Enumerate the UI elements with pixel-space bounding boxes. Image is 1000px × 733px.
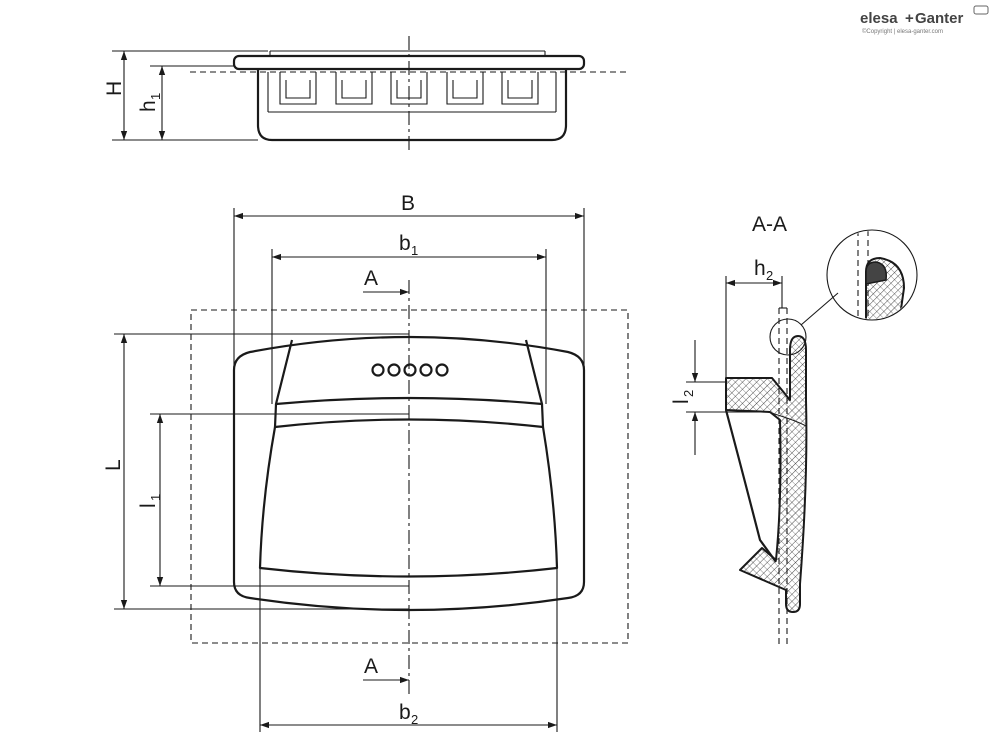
rib-inner <box>341 80 367 99</box>
hole-icon <box>387 363 401 377</box>
dim-l1-label: l 1 <box>137 494 163 508</box>
rib-inner <box>452 80 478 99</box>
rib-slot <box>279 72 317 105</box>
front-view: B b 1 b 2 L l 1 A <box>102 192 629 732</box>
logo-copyright: ©Copyright | elesa-ganter.com <box>862 28 943 35</box>
section-title: A-A <box>752 213 787 236</box>
detail-circle <box>826 229 918 321</box>
svg-text:l: l <box>670 399 693 404</box>
hole-icon <box>403 363 417 377</box>
svg-text:1: 1 <box>148 494 163 501</box>
svg-text:2: 2 <box>411 712 418 727</box>
grip-ridge <box>273 403 545 429</box>
rib-slot <box>446 72 484 105</box>
rib-slot <box>335 72 373 105</box>
svg-text:h: h <box>754 257 766 280</box>
section-marker-top: A <box>364 267 378 290</box>
hole-icon <box>371 363 385 377</box>
dim-b1-label: b 1 <box>399 232 418 258</box>
svg-text:b: b <box>399 701 411 724</box>
section-marker-bottom: A <box>364 655 378 678</box>
body-outline <box>256 69 568 142</box>
detail-marker-circle <box>769 318 807 356</box>
section-profile <box>725 335 808 613</box>
dim-H-label: H <box>103 81 126 96</box>
section-inner-wall <box>724 409 777 563</box>
hole-icon <box>435 363 449 377</box>
dim-h1-label: h 1 <box>137 93 163 112</box>
detail-magnified <box>826 229 918 321</box>
panel-cutout-outline <box>190 309 629 644</box>
section-view: A-A h 2 l 2 <box>670 213 918 645</box>
svg-text:2: 2 <box>766 268 773 283</box>
hole-icon <box>419 363 433 377</box>
svg-text:l: l <box>137 503 160 508</box>
seal-icon <box>865 261 888 285</box>
logo-plus: + <box>905 10 914 27</box>
dim-l2-label: l 2 <box>670 390 696 404</box>
dim-L-label: L <box>102 459 125 471</box>
svg-text:1: 1 <box>148 93 163 100</box>
flange-front-outline <box>232 335 586 612</box>
vent-holes <box>371 363 449 377</box>
rib-inner <box>507 80 533 99</box>
svg-text:2: 2 <box>681 390 696 397</box>
detail-leader <box>800 292 839 326</box>
side-view: H h 1 <box>103 36 628 152</box>
dim-B-label: B <box>401 192 415 215</box>
logo-ganter: Ganter <box>915 10 964 27</box>
svg-text:h: h <box>137 100 160 112</box>
logo-elesa: elesa <box>860 10 898 27</box>
rib-inner <box>285 80 311 99</box>
dim-b2-label: b 2 <box>399 701 418 727</box>
rib-slot <box>501 72 539 105</box>
svg-text:b: b <box>399 232 411 255</box>
dim-h2-label: h 2 <box>754 257 773 283</box>
svg-text:1: 1 <box>411 243 418 258</box>
recess-outline <box>258 426 559 578</box>
brand-logo: elesa + Ganter ©Copyright | elesa-ganter… <box>860 5 989 35</box>
logo-badge-icon <box>973 5 989 15</box>
